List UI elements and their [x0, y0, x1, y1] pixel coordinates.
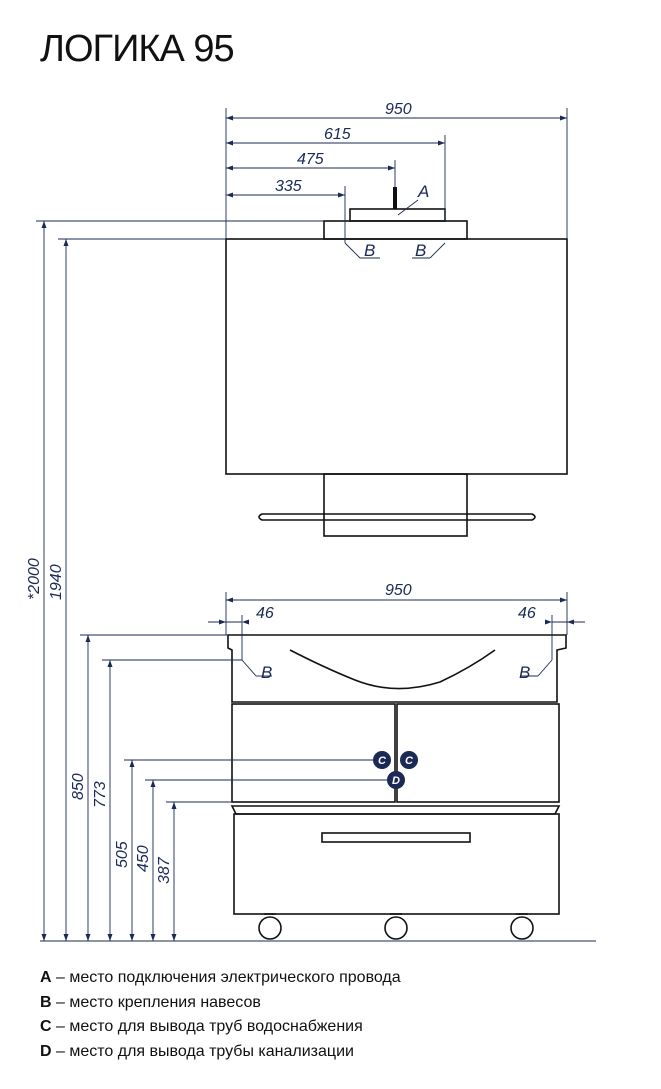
- door-right: [396, 703, 560, 803]
- mirror-column: [323, 473, 468, 537]
- technical-drawing: 950 615 475 335 A B B 950 46 46 B B: [26, 101, 596, 942]
- height-dimensions: [36, 220, 387, 941]
- basin-curve: [289, 649, 496, 690]
- wheel-left: [258, 916, 282, 940]
- marker-c-left: [373, 751, 391, 769]
- drawer-handle: [321, 832, 471, 843]
- mirror-shelf: [258, 513, 536, 521]
- legend-item-d: D – место для вывода трубы канализации: [40, 1042, 354, 1060]
- vanity: [227, 634, 567, 940]
- mirror-body: [225, 238, 568, 475]
- dim-height-vanity-top: 850: [70, 773, 87, 800]
- dim-mirror-width: 950: [385, 101, 412, 118]
- marker-d: [387, 771, 405, 789]
- mirror-dim-arrows: [226, 115, 567, 198]
- dim-height-drain: 450: [135, 845, 152, 872]
- dim-mirror-615: 615: [324, 126, 351, 143]
- mark-c-left: C: [378, 755, 387, 767]
- dim-height-water-pipes: 505: [114, 841, 131, 868]
- wheel-center: [384, 916, 408, 940]
- dim-height-total: *2000: [26, 558, 43, 600]
- pipe-markers: [373, 751, 418, 789]
- mark-d: D: [392, 775, 400, 787]
- dim-vanity-width: 950: [385, 582, 412, 599]
- mark-b-vanity-left: B: [261, 663, 272, 682]
- mark-b-vanity-right: B: [519, 663, 530, 682]
- marker-c-right: [400, 751, 418, 769]
- dim-mirror-475: 475: [297, 151, 324, 168]
- lamp: [349, 208, 446, 222]
- legend-item-c: C – место для вывода труб водоснабжения: [40, 1018, 363, 1035]
- dim-mirror-335: 335: [275, 178, 302, 195]
- drawer: [233, 813, 560, 915]
- legend-item-a: A – место подключения электрического про…: [40, 969, 401, 986]
- door-left: [231, 703, 396, 803]
- lamp-base: [323, 220, 468, 240]
- mark-a: A: [417, 182, 429, 201]
- mark-c-right: C: [405, 755, 414, 767]
- legend: A – место подключения электрического про…: [40, 966, 401, 1064]
- basin-top: [227, 634, 567, 703]
- mark-b-mirror-left: B: [364, 241, 375, 260]
- mirror-dimensions: [225, 108, 568, 259]
- page-title: ЛОГИКА 95: [40, 28, 235, 70]
- vanity-dim-arrows: [219, 597, 574, 625]
- dim-height-mirror-top: 1940: [48, 564, 65, 600]
- legend-item-b: B – место крепления навесов: [40, 993, 261, 1011]
- dim-vanity-left-offset: 46: [256, 605, 274, 622]
- height-dim-arrows: [41, 221, 177, 941]
- dim-height-basin-mount: 773: [92, 781, 109, 808]
- dim-height-drawer-top: 387: [156, 856, 173, 884]
- drawer-lid: [230, 805, 561, 815]
- wheel-right: [510, 916, 534, 940]
- dim-vanity-right-offset: 46: [518, 605, 536, 622]
- mark-b-mirror-right: B: [415, 241, 426, 260]
- mirror-cabinet: [225, 208, 568, 537]
